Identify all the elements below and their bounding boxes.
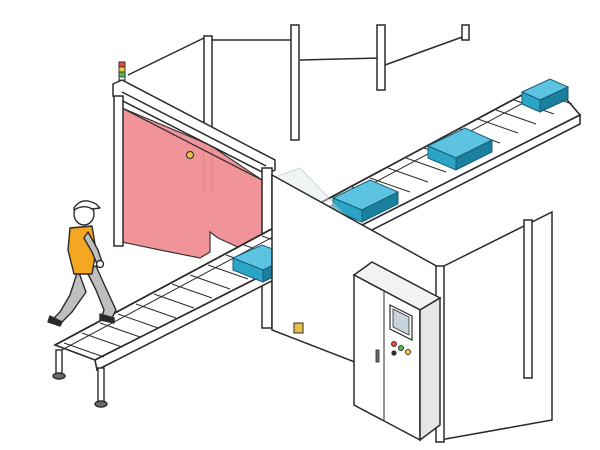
fence-post: [461, 24, 470, 41]
sensor-icon: [186, 151, 194, 159]
stack-light: [118, 61, 126, 81]
fence-post: [290, 24, 300, 141]
fence-post: [376, 24, 386, 91]
cabinet-buttons: [390, 340, 411, 356]
door-handle-icon: [375, 349, 380, 363]
conveyor-leg: [94, 367, 108, 408]
light-curtain-muting-zone: [121, 107, 263, 259]
conveyor-leg: [52, 349, 66, 380]
conveyor-box: [331, 179, 400, 223]
hmi-screen-icon: [389, 304, 413, 341]
control-cabinet: [352, 261, 442, 442]
conveyor-box: [520, 78, 570, 113]
sensor-icon: [293, 322, 304, 334]
conveyor-box: [426, 127, 494, 171]
worker: [47, 200, 117, 327]
